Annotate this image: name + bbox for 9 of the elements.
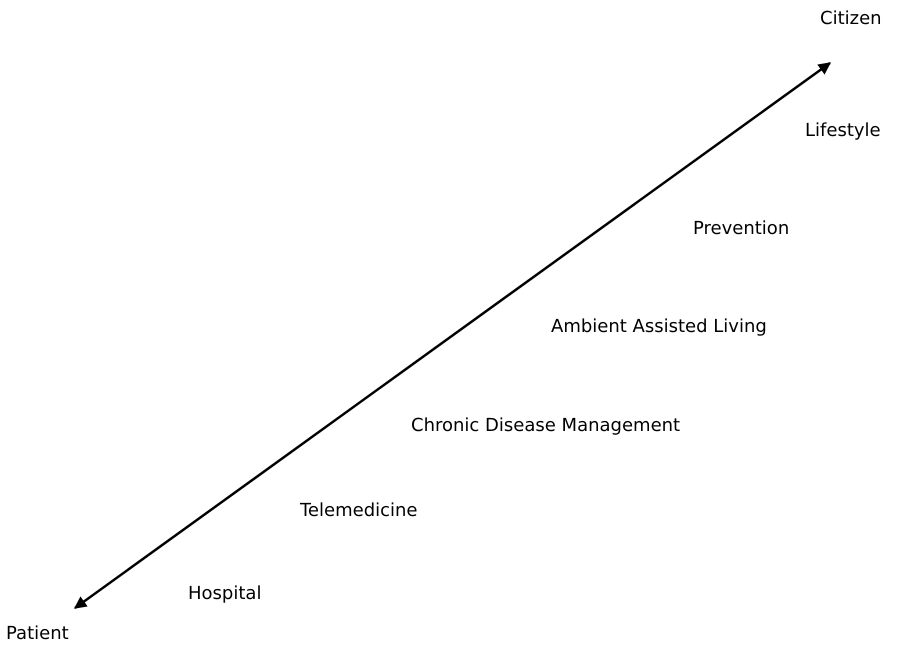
- axis-end-label: Patient: [6, 623, 69, 645]
- spectrum-label: Ambient Assisted Living: [551, 316, 767, 338]
- spectrum-label: Chronic Disease Management: [411, 415, 680, 437]
- axis-end-label: Citizen: [820, 8, 882, 30]
- spectrum-label: Lifestyle: [805, 120, 881, 142]
- double-arrow: [74, 62, 832, 610]
- spectrum-label: Hospital: [188, 583, 262, 605]
- spectrum-label: Telemedicine: [300, 500, 418, 522]
- spectrum-label: Prevention: [693, 218, 790, 240]
